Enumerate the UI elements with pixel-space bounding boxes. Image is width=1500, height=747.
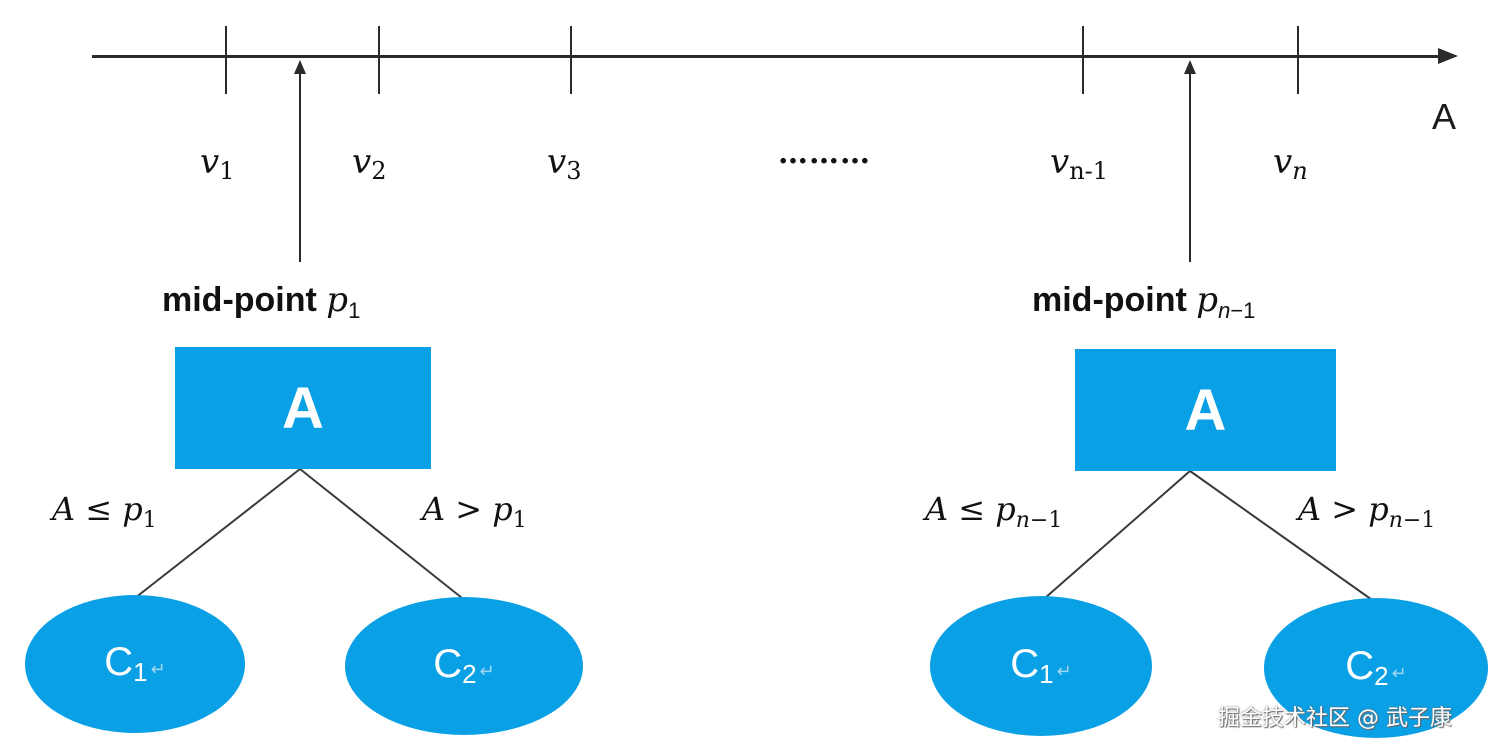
edge-left-1 (134, 468, 301, 599)
tick-label-v1: v1 (200, 142, 235, 185)
tick-label-v2: v2 (352, 142, 387, 185)
leaf-c2-right: C2↵ (1264, 598, 1488, 738)
leaf-label: C1↵ (1010, 642, 1072, 689)
midpoint-label-1: mid-point p1 (162, 280, 361, 323)
ellipsis: ……… (778, 136, 871, 171)
midpoint-label-n-1: mid-point pn−1 (1032, 280, 1256, 323)
tick-v3 (570, 26, 572, 94)
tick-label-vn: vn (1273, 142, 1308, 185)
split-node-n-1: A (1075, 349, 1336, 471)
tick-vn (1297, 26, 1299, 94)
axis-line (92, 55, 1442, 58)
edge-right-1 (299, 468, 463, 599)
left-condition-1: A ≤ p1 (52, 490, 157, 533)
node-label: A (1184, 377, 1227, 443)
leaf-label: C1↵ (104, 640, 166, 687)
midpoint-arrowhead-n-1 (1184, 60, 1196, 74)
leaf-label: C2↵ (433, 642, 495, 689)
tick-label-vn-1: vn-1 (1050, 142, 1109, 185)
right-condition-1: A > p1 (422, 490, 527, 533)
midpoint-arrow-n-1 (1189, 72, 1191, 262)
leaf-c1-right: C1↵ (930, 596, 1152, 736)
leaf-label: C2↵ (1345, 644, 1407, 691)
node-label: A (282, 375, 324, 441)
split-node-1: A (175, 347, 431, 469)
tick-label-v3: v3 (547, 142, 582, 185)
axis-arrowhead (1438, 48, 1458, 64)
axis-label: A (1432, 96, 1457, 137)
midpoint-arrowhead-1 (294, 60, 306, 74)
right-condition-n-1: A > pn−1 (1298, 490, 1436, 533)
leaf-c2-left: C2↵ (345, 597, 583, 735)
left-condition-n-1: A ≤ pn−1 (925, 490, 1063, 533)
midpoint-arrow-1 (299, 72, 301, 262)
watermark: 掘金技术社区 @ 武子康 (1218, 706, 1452, 731)
tick-vn-1 (1082, 26, 1084, 94)
edge-right-n-1 (1189, 470, 1376, 603)
tick-v1 (225, 26, 227, 94)
leaf-c1-left: C1↵ (25, 595, 245, 733)
tick-v2 (378, 26, 380, 94)
edge-left-n-1 (1044, 470, 1191, 599)
